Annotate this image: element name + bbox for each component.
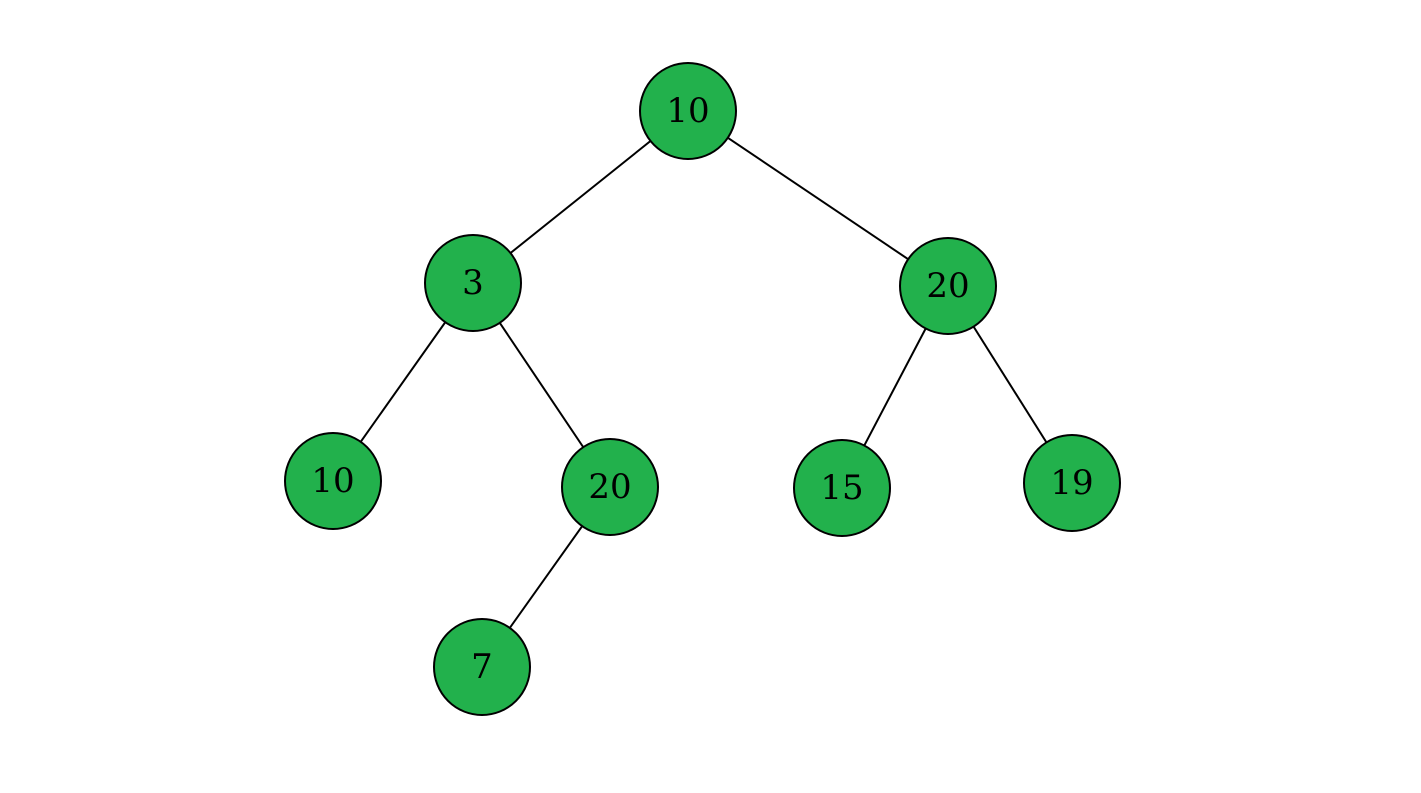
node-label: 3 <box>462 263 484 303</box>
node-circle <box>424 234 522 332</box>
node-label: 20 <box>926 266 969 306</box>
node-circle <box>639 62 737 160</box>
node-label: 19 <box>1050 463 1093 503</box>
edges-layer <box>332 110 1073 668</box>
tree-node: 10 <box>284 432 382 530</box>
tree-node: 15 <box>793 439 891 537</box>
node-circle <box>793 439 891 537</box>
node-label: 7 <box>471 647 493 687</box>
node-circle <box>1023 434 1121 532</box>
tree-node: 19 <box>1023 434 1121 532</box>
tree-node: 10 <box>639 62 737 160</box>
tree-node: 20 <box>899 237 997 335</box>
nodes-layer: 10 3 20 10 20 15 19 7 <box>284 62 1121 716</box>
node-circle <box>561 438 659 536</box>
node-label: 15 <box>820 468 863 508</box>
tree-node: 7 <box>433 618 531 716</box>
node-circle <box>899 237 997 335</box>
node-circle <box>433 618 531 716</box>
node-label: 10 <box>311 461 354 501</box>
tree-node: 20 <box>561 438 659 536</box>
tree-node: 3 <box>424 234 522 332</box>
node-label: 20 <box>588 467 631 507</box>
node-label: 10 <box>666 91 709 131</box>
tree-edge <box>687 110 949 287</box>
node-circle <box>284 432 382 530</box>
